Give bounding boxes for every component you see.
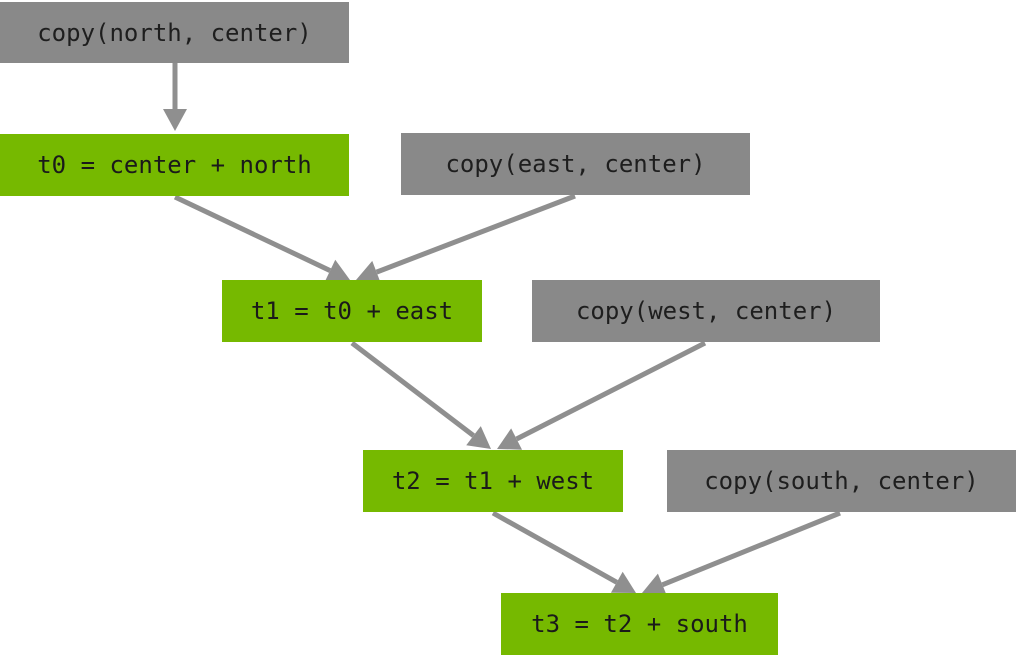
t1-node: t1 = t0 + east <box>222 280 482 342</box>
copy-east-label: copy(east, center) <box>445 150 706 178</box>
arrowhead-copy_east-to-t1 <box>356 260 381 284</box>
copy-north-node: copy(north, center) <box>0 2 349 63</box>
edge-t0-to-t1 <box>173 194 332 273</box>
copy-north-label: copy(north, center) <box>37 18 312 47</box>
copy-south-label: copy(south, center) <box>704 467 979 495</box>
edge-copy_east-to-t1 <box>375 193 576 275</box>
copy-east-node: copy(east, center) <box>401 133 750 195</box>
edge-t2-to-t3 <box>491 510 619 585</box>
copy-south-node: copy(south, center) <box>667 450 1016 512</box>
arrowhead-t0-to-t1 <box>324 259 350 282</box>
t1-label: t1 = t0 + east <box>250 297 454 325</box>
edge-t1-to-t2 <box>350 341 476 438</box>
arrowhead-t1-to-t2 <box>466 426 491 449</box>
t2-label: t2 = t1 + west <box>391 467 595 495</box>
arrowhead-t2-to-t3 <box>610 571 636 593</box>
t0-node: t0 = center + north <box>0 134 349 196</box>
t0-label: t0 = center + north <box>37 151 312 179</box>
arrowhead-copy_south-to-t3 <box>642 573 667 596</box>
t2-node: t2 = t1 + west <box>363 450 623 512</box>
t3-label: t3 = t2 + south <box>531 610 748 638</box>
t3-node: t3 = t2 + south <box>501 593 778 655</box>
arrowhead-copy_north-to-t0 <box>163 109 187 131</box>
edge-copy_south-to-t3 <box>661 510 841 588</box>
arrowhead-copy_west-to-t2 <box>497 428 523 450</box>
copy-west-label: copy(west, center) <box>575 297 837 325</box>
edge-copy_west-to-t2 <box>515 340 707 442</box>
copy-west-node: copy(west, center) <box>532 280 880 342</box>
